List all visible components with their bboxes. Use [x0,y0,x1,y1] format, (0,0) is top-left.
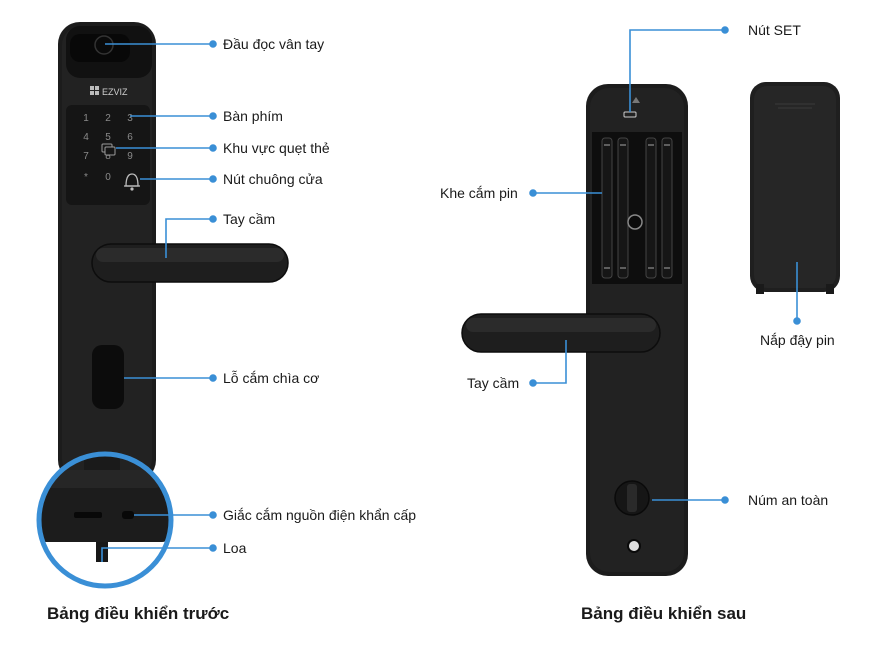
back-lock-panel [461,84,688,576]
keypad-key[interactable]: 2 [105,113,111,124]
label-emergency-power: Giắc cắm nguồn điện khẩn cấp [223,507,417,523]
doorbell-icon[interactable] [124,173,140,191]
safety-knob[interactable] [614,480,650,516]
label-doorbell: Nút chuông cửa [223,171,323,187]
label-fingerprint: Đầu đọc vân tay [223,36,325,52]
keypad-key[interactable]: 0 [105,172,111,183]
keypad-key[interactable]: * [84,172,88,183]
front-panel-caption: Bảng điều khiển trước [47,604,230,623]
label-card-area: Khu vực quẹt thẻ [223,140,330,156]
emergency-power-jack [74,512,102,518]
front-lock-panel: EZVIZ 1 2 3 4 5 6 7 8 9 * 0 [58,22,289,482]
label-keypad: Bàn phím [223,108,283,124]
keypad-keys: 1 2 3 4 5 6 7 8 9 * 0 [83,113,133,183]
screw-hole [627,539,641,553]
battery-slot [661,137,673,279]
label-battery-slot: Khe cắm pin [440,185,518,201]
keypad-key[interactable]: 8 [105,151,111,162]
keypad-key[interactable]: 3 [127,113,133,124]
front-handle[interactable] [91,243,289,283]
ezviz-logo-icon [90,86,99,95]
keypad-key[interactable]: 9 [127,151,133,162]
label-set-button: Nút SET [748,22,801,38]
back-callouts [529,26,801,504]
front-callouts [101,40,217,562]
battery-slot [617,137,629,279]
card-reader-icon [101,143,116,156]
battery-cover[interactable] [750,82,840,294]
battery-slot [601,137,613,279]
keypad-key[interactable]: 4 [83,132,89,143]
keypad-key[interactable]: 5 [105,132,111,143]
keypad-key[interactable]: 7 [83,151,89,162]
battery-compartment [592,132,682,284]
back-handle[interactable] [461,313,661,353]
zoom-inset [36,451,174,589]
back-panel-caption: Bảng điều khiển sau [581,604,747,623]
label-front-handle: Tay cầm [223,211,276,227]
brand-label: EZVIZ [102,87,128,97]
keypad-key[interactable]: 6 [127,132,133,143]
key-hole [92,345,124,409]
label-speaker: Loa [223,540,247,556]
fingerprint-reader [66,26,152,78]
label-battery-cover: Nắp đậy pin [760,332,835,348]
label-key-hole: Lỗ cắm chìa cơ [223,370,320,386]
label-safety-knob: Núm an toàn [748,492,829,508]
battery-slot [645,137,657,279]
keypad-key[interactable]: 1 [83,113,89,124]
label-back-handle: Tay cầm [467,375,520,391]
